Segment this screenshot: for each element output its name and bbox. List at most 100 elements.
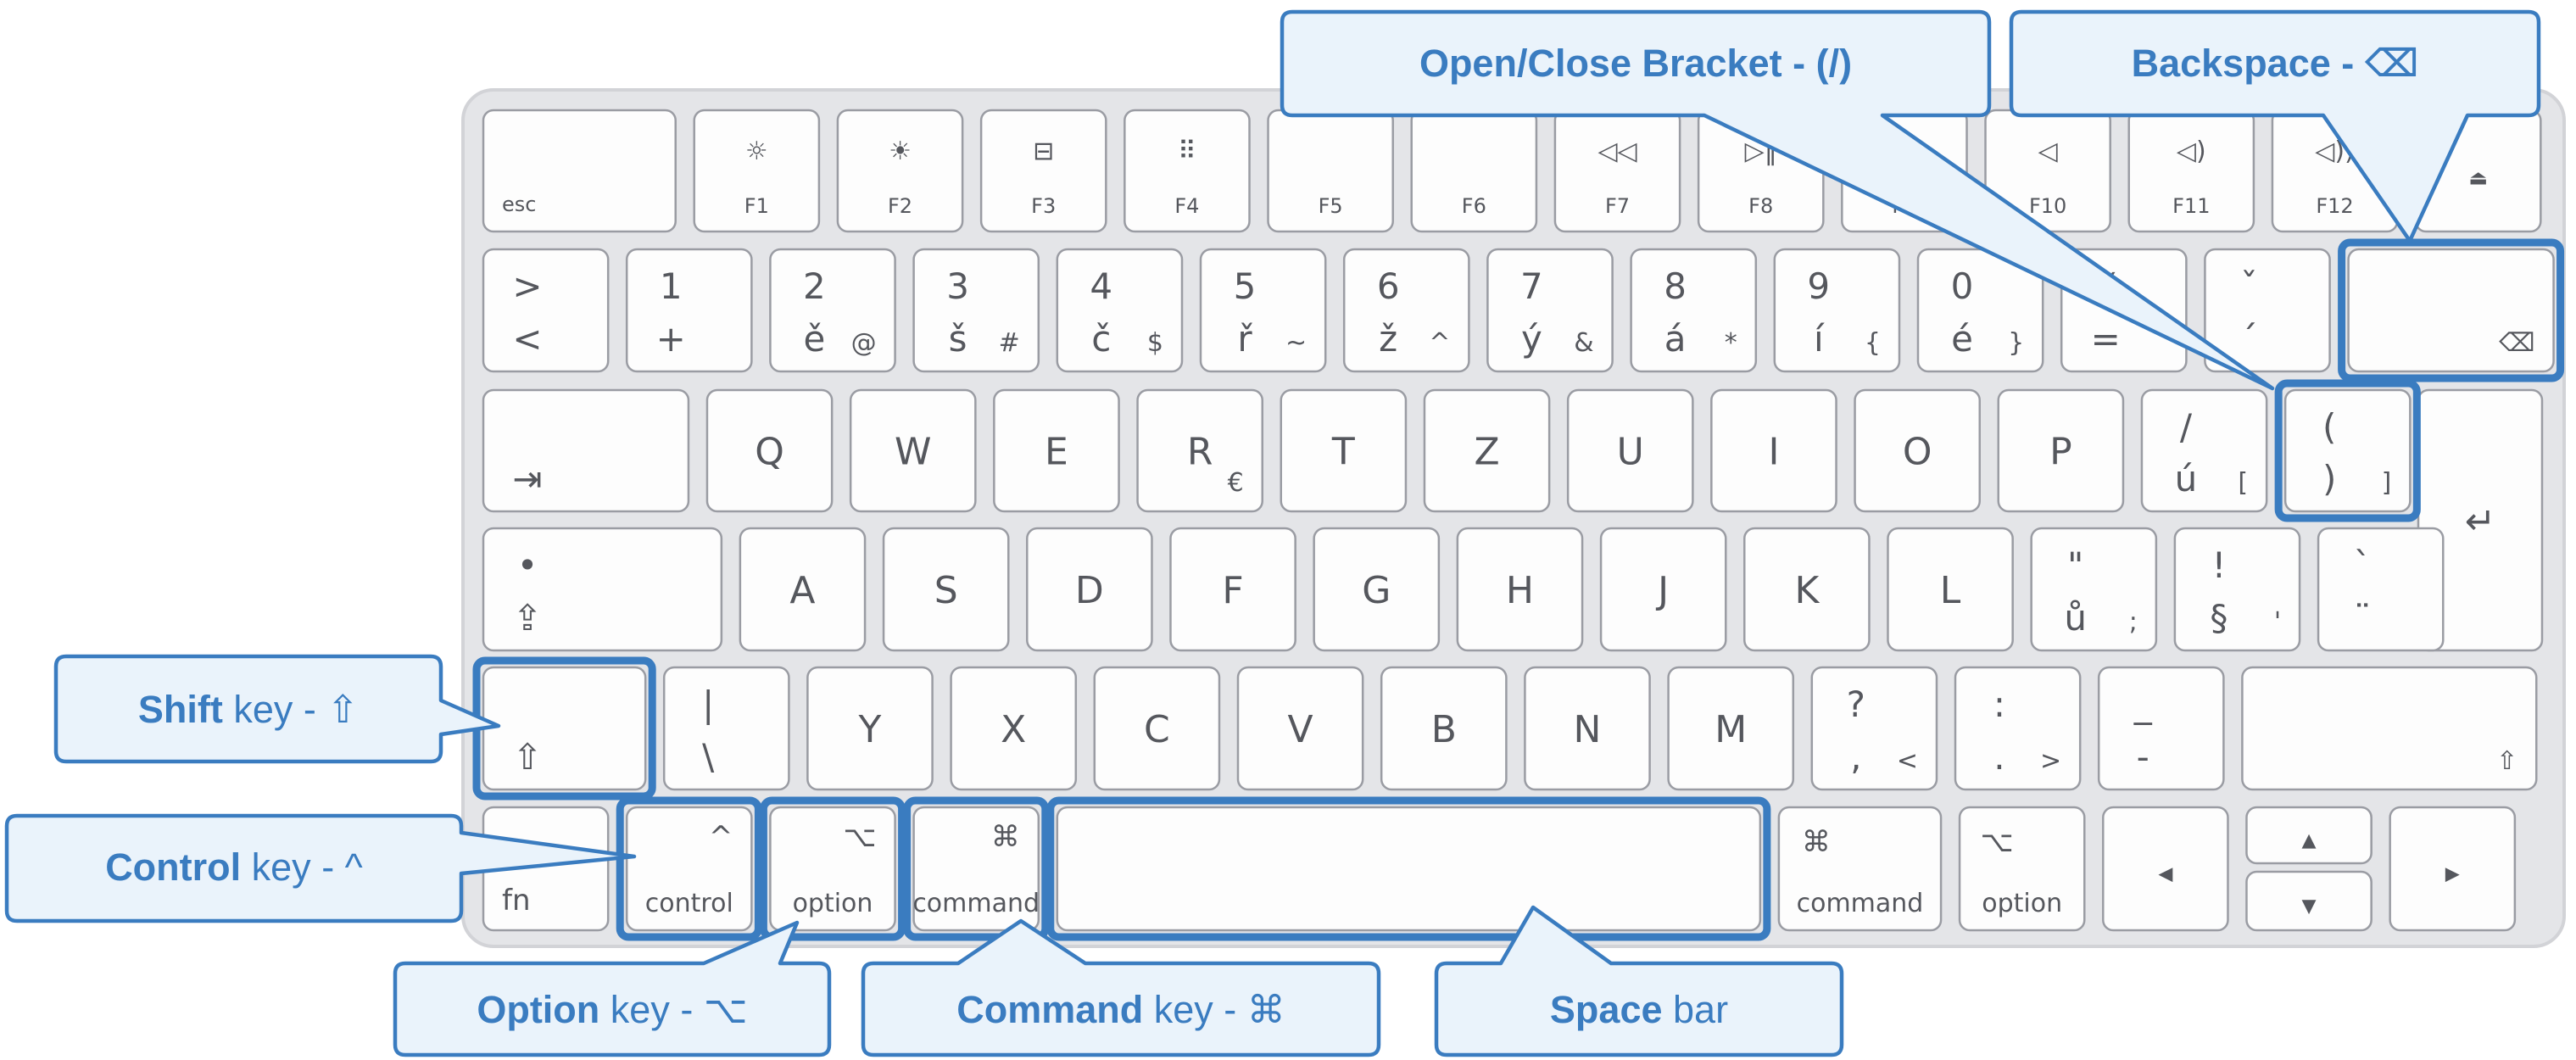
key-lshift-cap [482,666,647,791]
key-backspace[interactable]: ⌫ [2347,248,2555,373]
key-e[interactable]: E [993,388,1120,513]
key-f1[interactable]: ☼F1 [693,109,821,233]
key-m[interactable]: M [1667,666,1795,791]
key-u[interactable]: U [1566,388,1694,513]
key-f6[interactable]: F6 [1410,109,1538,233]
callout-space-shape [1434,905,1844,1057]
key-f11[interactable]: ◁)F11 [2127,109,2255,233]
key-caps[interactable]: •⇪ [482,527,723,652]
key-l[interactable]: L [1887,527,2014,652]
key-minus[interactable]: _- [2097,666,2225,791]
key-f[interactable]: F [1169,527,1296,652]
key-up[interactable]: ▴ [2245,806,2372,865]
key-period[interactable]: :.> [1954,666,2082,791]
key-tab[interactable]: ⇥ [482,388,690,513]
key-s[interactable]: S [882,527,1010,652]
key-gtlt[interactable]: >< [482,248,610,373]
key-pipe[interactable]: |\ [662,666,790,791]
key-d[interactable]: D [1026,527,1153,652]
key-lcommand-cap [912,806,1040,932]
key-sect-cap [2173,527,2301,652]
key-j[interactable]: J [1599,527,1727,652]
key-space[interactable] [1056,806,1762,932]
key-k7[interactable]: 7ý& [1486,248,1614,373]
key-y[interactable]: Y [806,666,934,791]
key-esc-legend: esc [502,192,536,216]
key-roption-legend: option [1982,889,2062,918]
key-f8-legend: F8 [1748,194,1773,218]
key-k[interactable]: K [1743,527,1871,652]
key-f3[interactable]: ⊟F3 [979,109,1107,233]
key-grave[interactable]: `¨ [2317,527,2445,652]
key-right-legend: ▸ [2445,856,2460,890]
key-roption[interactable]: ⌥ option [1958,806,2086,932]
key-v[interactable]: V [1236,666,1364,791]
key-k4[interactable]: 4č$ [1056,248,1184,373]
key-rcommand[interactable]: ⌘command [1777,806,1943,932]
key-left[interactable]: ◂ [2102,806,2229,932]
key-a[interactable]: A [739,527,867,652]
key-f7[interactable]: ◁◁F7 [1553,109,1681,233]
key-down[interactable]: ▾ [2245,870,2372,932]
key-k0[interactable]: 0é} [1916,248,2044,373]
key-lshift[interactable]: ⇧ [482,666,647,791]
key-c[interactable]: C [1093,666,1221,791]
key-g[interactable]: G [1313,527,1441,652]
key-uacute-cap [2140,388,2268,513]
key-g-legend: G [1362,569,1391,612]
key-k3-legend: š [949,318,967,360]
key-f4-legend: ⠿ [1178,137,1196,166]
key-caron[interactable]: ˇ´ [2204,248,2331,373]
key-s-cap [882,527,1010,652]
highlight-bracket [2274,379,2421,522]
key-k9[interactable]: 9í{ [1773,248,1901,373]
key-right[interactable]: ▸ [2389,806,2517,932]
key-p[interactable]: P [1997,388,2125,513]
key-o[interactable]: O [1854,388,1982,513]
key-rshift[interactable]: ⇧ [2241,666,2538,791]
key-h[interactable]: H [1456,527,1584,652]
key-gtlt-legend: > [512,265,542,307]
key-k5[interactable]: 5ř~ [1199,248,1327,373]
key-f4[interactable]: ⠿F4 [1124,109,1251,233]
key-fn[interactable]: fn [482,806,610,932]
key-t[interactable]: T [1280,388,1408,513]
key-bracket[interactable]: ()] [2283,388,2412,513]
key-w[interactable]: W [849,388,977,513]
key-f7-legend: F7 [1605,194,1630,218]
key-k8-legend: á [1664,318,1687,360]
key-f1-legend: F1 [744,194,769,218]
key-uacute-legend: ú [2175,458,2198,499]
key-loption[interactable]: ⌥option [769,806,896,932]
key-k2[interactable]: 2ě@ [769,248,896,373]
key-uacute[interactable]: /ú[ [2140,388,2268,513]
key-roption-legend: ⌥ [1980,825,2013,859]
key-x[interactable]: X [950,666,1078,791]
key-a-legend: A [789,569,815,612]
key-k2-cap [769,248,896,373]
key-b[interactable]: B [1380,666,1508,791]
key-q[interactable]: Q [705,388,834,513]
key-f10[interactable]: ◁F10 [1984,109,2111,233]
key-uring[interactable]: "ů; [2030,527,2158,652]
callout-backspace: Backspace - ⌫ [2009,9,2541,243]
key-n[interactable]: N [1524,666,1651,791]
key-k1[interactable]: 1+ [625,248,753,373]
key-comma-legend: < [1897,746,1918,776]
key-lcommand[interactable]: ⌘command [912,806,1040,932]
key-r[interactable]: R€ [1136,388,1264,513]
key-f5[interactable]: F5 [1267,109,1394,233]
key-sect[interactable]: !§' [2173,527,2301,652]
callout-control: Control key - ^ [4,813,637,923]
key-pct-legend: = [2091,318,2121,360]
key-i[interactable]: I [1710,388,1837,513]
key-control[interactable]: ^control [625,806,753,932]
key-k6[interactable]: 6ž^ [1342,248,1470,373]
key-k3[interactable]: 3š# [912,248,1040,373]
key-f2[interactable]: ☀F2 [836,109,964,233]
key-k8[interactable]: 8á* [1630,248,1758,373]
key-esc[interactable]: esc [482,109,677,233]
key-enter[interactable]: ↵ [2417,388,2544,652]
key-comma[interactable]: ?,< [1810,666,1938,791]
key-z[interactable]: Z [1423,388,1551,513]
